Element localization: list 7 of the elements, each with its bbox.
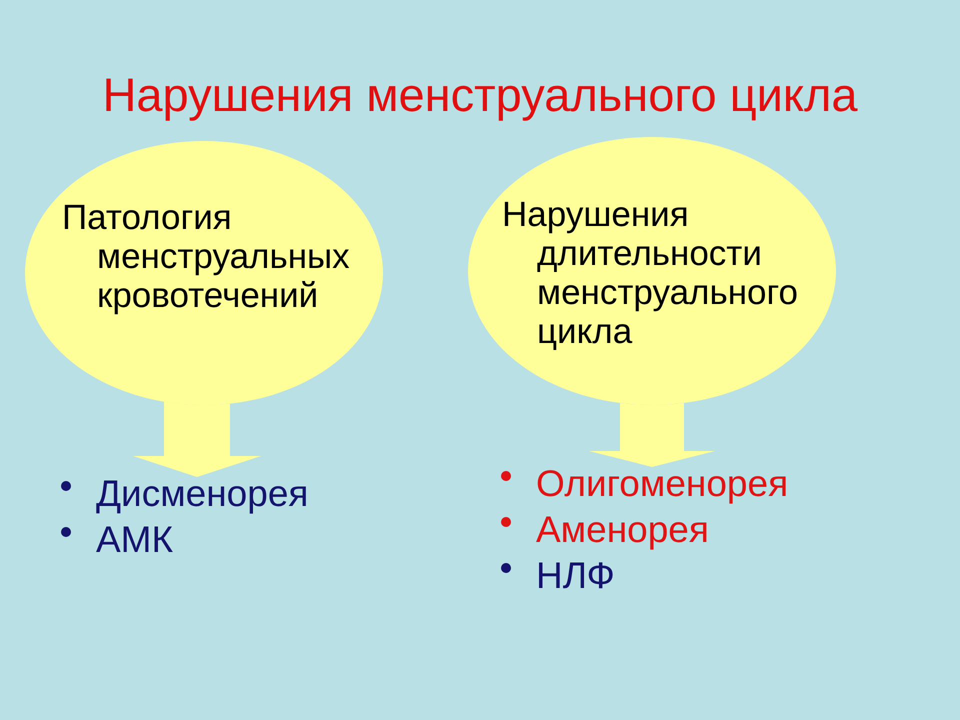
node-text: Патология менструальных кровотечений xyxy=(62,198,351,315)
block-arrow xyxy=(133,402,261,477)
title: Нарушения менструального цикла xyxy=(102,67,858,123)
node-text: Нарушения длительности менструального цикла xyxy=(502,195,799,351)
block-arrow xyxy=(589,402,715,467)
list-item: НЛФ xyxy=(536,559,615,593)
list-item: АМК xyxy=(96,523,174,557)
